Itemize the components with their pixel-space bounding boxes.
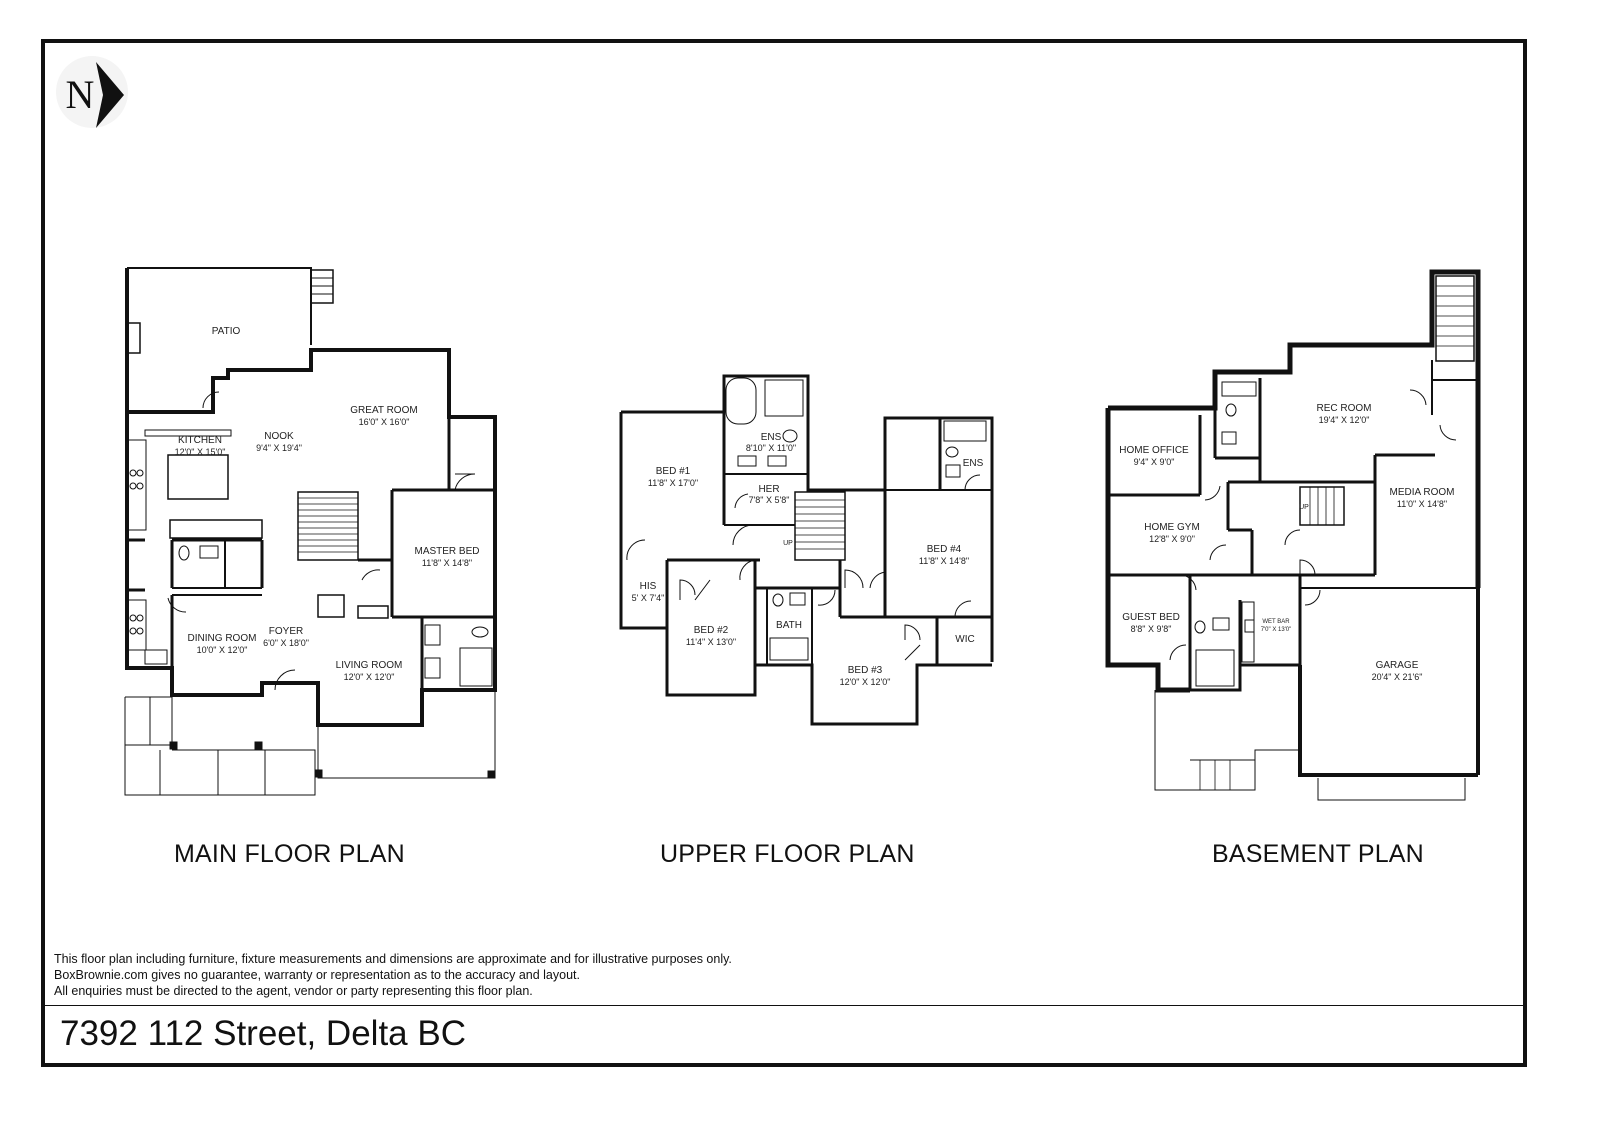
- room-dimension: 19'4" X 12'0": [1319, 415, 1370, 425]
- disclaimer-line: All enquiries must be directed to the ag…: [54, 984, 533, 998]
- room-dimension: 6'0" X 18'0": [263, 638, 309, 648]
- room-dimension: 11'0" X 14'8": [1397, 499, 1447, 509]
- room-name: WIC: [955, 634, 974, 645]
- basement-plan: [1105, 269, 1481, 801]
- room-dimension: 7'8" X 5'8": [749, 495, 790, 505]
- room-name: NOOK: [264, 431, 294, 442]
- room-name: REC ROOM: [1317, 403, 1372, 414]
- room-name: MASTER BED: [414, 546, 479, 557]
- room-name: MEDIA ROOM: [1389, 487, 1454, 498]
- room-name: DINING ROOM: [188, 633, 257, 644]
- page-frame: [41, 39, 1527, 1067]
- room-dimension: 7'0" X 13'0": [1261, 627, 1292, 633]
- room-dimension: 8'10" X 11'0": [746, 443, 796, 453]
- room-name: KITCHEN: [178, 435, 222, 446]
- room-name: BED #4: [927, 544, 962, 555]
- room-name: HOME GYM: [1144, 522, 1200, 533]
- north-arrow-icon: N: [56, 56, 128, 128]
- room-name: FOYER: [269, 626, 303, 637]
- footer-divider: [45, 1005, 1523, 1006]
- room-dimension: 12'0" X 12'0": [840, 677, 891, 687]
- room-name: BED #3: [848, 665, 883, 676]
- room-name: HIS: [640, 581, 657, 592]
- room-dimension: 10'0" X 12'0": [197, 645, 248, 655]
- room-dimension: 16'0" X 16'0": [359, 417, 410, 427]
- room-dimension: 5' X 7'4": [632, 593, 665, 603]
- room-dimension: 11'8" X 14'8": [422, 558, 472, 568]
- room-dimension: 11'4" X 13'0": [686, 637, 736, 647]
- room-name: GUEST BED: [1122, 612, 1180, 623]
- room-name: ENS: [761, 432, 782, 443]
- upper-floor-plan: [619, 374, 994, 726]
- main-floor-plan: [124, 267, 497, 796]
- stairs-up-label: UP: [1299, 504, 1309, 511]
- compass-letter: N: [66, 72, 95, 117]
- room-name: GREAT ROOM: [350, 405, 417, 416]
- stairs-up-label: UP: [783, 540, 793, 547]
- room-name: PATIO: [212, 326, 241, 337]
- room-dimension: 9'4" X 9'0": [1134, 457, 1175, 467]
- room-dimension: 11'8" X 14'8": [919, 556, 969, 566]
- room-name: GARAGE: [1376, 660, 1419, 671]
- room-name: WET BAR: [1262, 619, 1290, 625]
- room-name: BATH: [776, 620, 802, 631]
- basement-caption: BASEMENT PLAN: [1212, 840, 1424, 868]
- room-name: BED #2: [694, 625, 729, 636]
- property-address: 7392 112 Street, Delta BC: [60, 1014, 466, 1053]
- room-dimension: 8'8" X 9'8": [1131, 624, 1172, 634]
- basement-labels: REC ROOM 19'4" X 12'0" HOME OFFICE 9'4" …: [1119, 403, 1454, 682]
- main-floor-labels: PATIO GREAT ROOM 16'0" X 16'0" NOOK 9'4"…: [175, 326, 480, 682]
- room-dimension: 12'8" X 9'0": [1149, 534, 1195, 544]
- room-name: HOME OFFICE: [1119, 445, 1189, 456]
- room-dimension: 12'0" X 15'0": [175, 447, 226, 457]
- disclaimer-line: BoxBrownie.com gives no guarantee, warra…: [54, 968, 580, 982]
- upper-floor-labels: ENS 8'10" X 11'0" BED #1 11'8" X 17'0" H…: [632, 432, 984, 687]
- room-dimension: 12'0" X 12'0": [344, 672, 395, 682]
- room-name: LIVING ROOM: [336, 660, 403, 671]
- upper-floor-caption: UPPER FLOOR PLAN: [660, 840, 915, 868]
- room-dimension: 9'4" X 19'4": [256, 443, 302, 453]
- disclaimer: This floor plan including furniture, fix…: [54, 951, 732, 999]
- room-name: ENS: [963, 458, 984, 469]
- room-name: HER: [758, 484, 779, 495]
- room-dimension: 20'4" X 21'6": [1372, 672, 1423, 682]
- main-floor-caption: MAIN FLOOR PLAN: [174, 840, 405, 868]
- room-name: BED #1: [656, 466, 691, 477]
- disclaimer-line: This floor plan including furniture, fix…: [54, 952, 732, 966]
- room-dimension: 11'8" X 17'0": [648, 478, 698, 488]
